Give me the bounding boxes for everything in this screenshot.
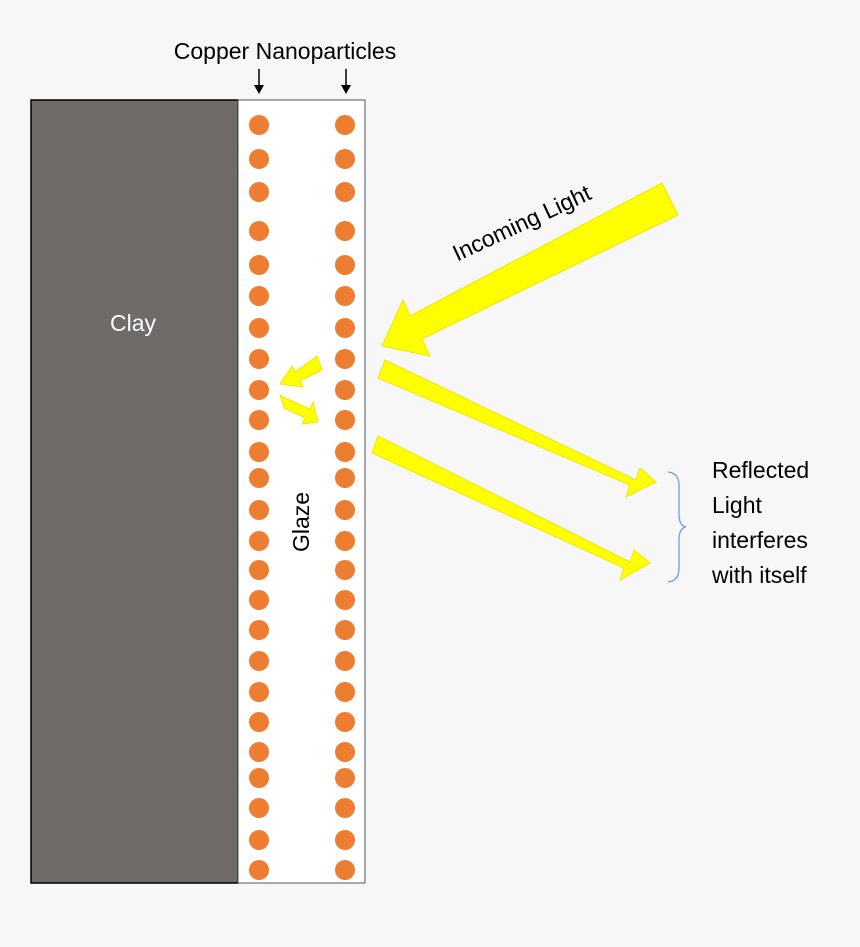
copper-nanoparticle (335, 115, 355, 135)
copper-nanoparticle (335, 182, 355, 202)
copper-nanoparticle (335, 768, 355, 788)
down-arrow-icon (254, 69, 264, 94)
clay-block (30, 99, 239, 884)
reflected-light-arrows (371, 359, 657, 582)
copper-nanoparticle (249, 115, 269, 135)
clay-label: Clay (110, 310, 157, 336)
wide-arrow-icon (371, 435, 651, 582)
copper-nanoparticle (249, 349, 269, 369)
copper-nanoparticle (249, 500, 269, 520)
copper-nanoparticle (335, 442, 355, 462)
copper-nanoparticle (249, 651, 269, 671)
copper-nanoparticle (335, 560, 355, 580)
copper-nanoparticle (335, 860, 355, 880)
incoming-light-arrow (381, 182, 679, 357)
copper-nanoparticle (335, 798, 355, 818)
copper-nanoparticle (249, 380, 269, 400)
copper-nanoparticle (249, 286, 269, 306)
copper-nanoparticle (335, 380, 355, 400)
copper-nanoparticle (335, 651, 355, 671)
nanoparticles-label: Copper Nanoparticles (174, 38, 396, 64)
copper-nanoparticle (249, 255, 269, 275)
copper-nanoparticle (335, 531, 355, 551)
copper-nanoparticle (249, 560, 269, 580)
copper-nanoparticle (335, 500, 355, 520)
copper-nanoparticle (335, 149, 355, 169)
copper-nanoparticle (249, 221, 269, 241)
copper-nanoparticle (249, 468, 269, 488)
copper-nanoparticle (249, 830, 269, 850)
copper-nanoparticle (249, 712, 269, 732)
copper-nanoparticle (249, 149, 269, 169)
copper-nanoparticle (249, 682, 269, 702)
down-arrow-icon (341, 69, 351, 94)
reflected-label-line-4: with itself (711, 562, 807, 588)
copper-nanoparticle (249, 742, 269, 762)
reflected-label-line-1: Reflected (712, 457, 809, 483)
copper-nanoparticle (249, 590, 269, 610)
reflected-label-line-2: Light (712, 492, 762, 518)
copper-nanoparticle (249, 768, 269, 788)
copper-nanoparticle (335, 410, 355, 430)
copper-nanoparticle (249, 318, 269, 338)
copper-nanoparticle (335, 349, 355, 369)
copper-nanoparticle (335, 221, 355, 241)
small-arrow-icon (279, 355, 323, 388)
glaze-label: Glaze (288, 492, 314, 552)
nanoparticle-column-right (335, 115, 355, 880)
glaze-layer (237, 99, 366, 884)
copper-nanoparticle (335, 468, 355, 488)
wide-arrow-icon (377, 359, 657, 498)
internal-light-arrows (279, 355, 323, 425)
copper-nanoparticle (249, 798, 269, 818)
copper-nanoparticle (335, 620, 355, 640)
copper-nanoparticle (335, 712, 355, 732)
nanoparticle-column-left (249, 115, 269, 880)
copper-nanoparticle (335, 318, 355, 338)
copper-nanoparticle (249, 182, 269, 202)
copper-nanoparticle (335, 682, 355, 702)
wide-arrow-icon (381, 182, 679, 357)
copper-nanoparticle (249, 531, 269, 551)
copper-nanoparticle (335, 590, 355, 610)
copper-nanoparticle (249, 860, 269, 880)
copper-nanoparticle (335, 255, 355, 275)
copper-nanoparticle (335, 830, 355, 850)
copper-nanoparticle (249, 410, 269, 430)
copper-nanoparticle (335, 286, 355, 306)
curly-brace-icon (667, 471, 687, 583)
copper-nanoparticle (335, 742, 355, 762)
copper-nanoparticle (249, 442, 269, 462)
reflected-label-line-3: interferes (712, 527, 808, 553)
small-arrow-icon (279, 393, 319, 425)
copper-nanoparticle (249, 620, 269, 640)
